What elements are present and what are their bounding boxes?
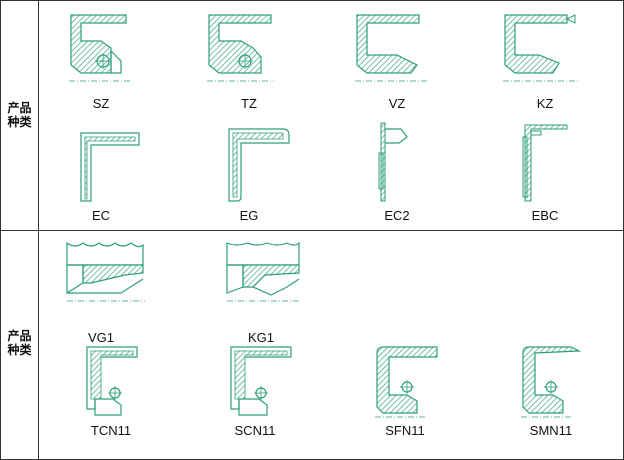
product-label-eg: EG <box>239 208 259 223</box>
product-label-kg1: KG1 <box>247 330 274 345</box>
product-vg1: VG1 <box>31 235 171 347</box>
product-kz: KZ <box>475 1 615 113</box>
product-eg: EG <box>179 113 319 225</box>
seal-profile-vg1-icon <box>66 241 145 302</box>
seal-profile-kg1-icon <box>226 241 301 302</box>
product-kg1: KG1 <box>191 235 331 347</box>
product-label-scn11: SCN11 <box>234 423 276 438</box>
product-scn11: SCN11 <box>185 343 325 455</box>
product-ec2: EC2 <box>327 113 467 225</box>
row-label-lower: 产品种类 <box>7 329 32 357</box>
product-tz: TZ <box>179 1 319 113</box>
product-sz: SZ <box>31 1 171 113</box>
product-label-sz: SZ <box>92 96 110 111</box>
row-label-upper: 产品种类 <box>7 101 32 129</box>
row-divider <box>1 230 623 231</box>
product-label-vg1: VG1 <box>87 330 114 345</box>
product-label-ec2: EC2 <box>384 208 410 223</box>
seal-profile-ec-icon <box>80 132 140 202</box>
seal-profile-sz-icon <box>69 14 131 82</box>
seal-profile-tz-icon <box>207 14 274 82</box>
seal-profile-vz-icon <box>355 14 427 82</box>
seal-profile-sfn11-icon <box>375 346 438 418</box>
product-sfn11: SFN11 <box>335 343 475 455</box>
label-column-divider <box>38 1 39 459</box>
product-label-tcn11: TCN11 <box>90 423 132 438</box>
seal-profile-tcn11-icon <box>86 346 138 416</box>
product-ec: EC <box>31 113 171 225</box>
product-label-smn11: SMN11 <box>529 423 573 438</box>
product-smn11: SMN11 <box>481 343 621 455</box>
product-label-kz: KZ <box>536 96 554 111</box>
seal-profile-kz-icon <box>503 14 579 82</box>
seal-profile-ebc-icon <box>522 124 568 202</box>
seal-profile-scn11-icon <box>230 346 292 416</box>
product-label-ebc: EBC <box>531 208 559 223</box>
product-label-tz: TZ <box>241 96 257 111</box>
seal-profile-smn11-icon <box>521 346 582 418</box>
product-tcn11: TCN11 <box>41 343 181 455</box>
seal-profile-ec2-icon <box>378 122 408 202</box>
product-label-vz: VZ <box>388 96 406 111</box>
product-label-sfn11: SFN11 <box>385 423 425 438</box>
product-ebc: EBC <box>475 113 615 225</box>
product-label-ec: EC <box>91 208 111 223</box>
seal-profile-eg-icon <box>228 128 290 202</box>
product-vz: VZ <box>327 1 467 113</box>
